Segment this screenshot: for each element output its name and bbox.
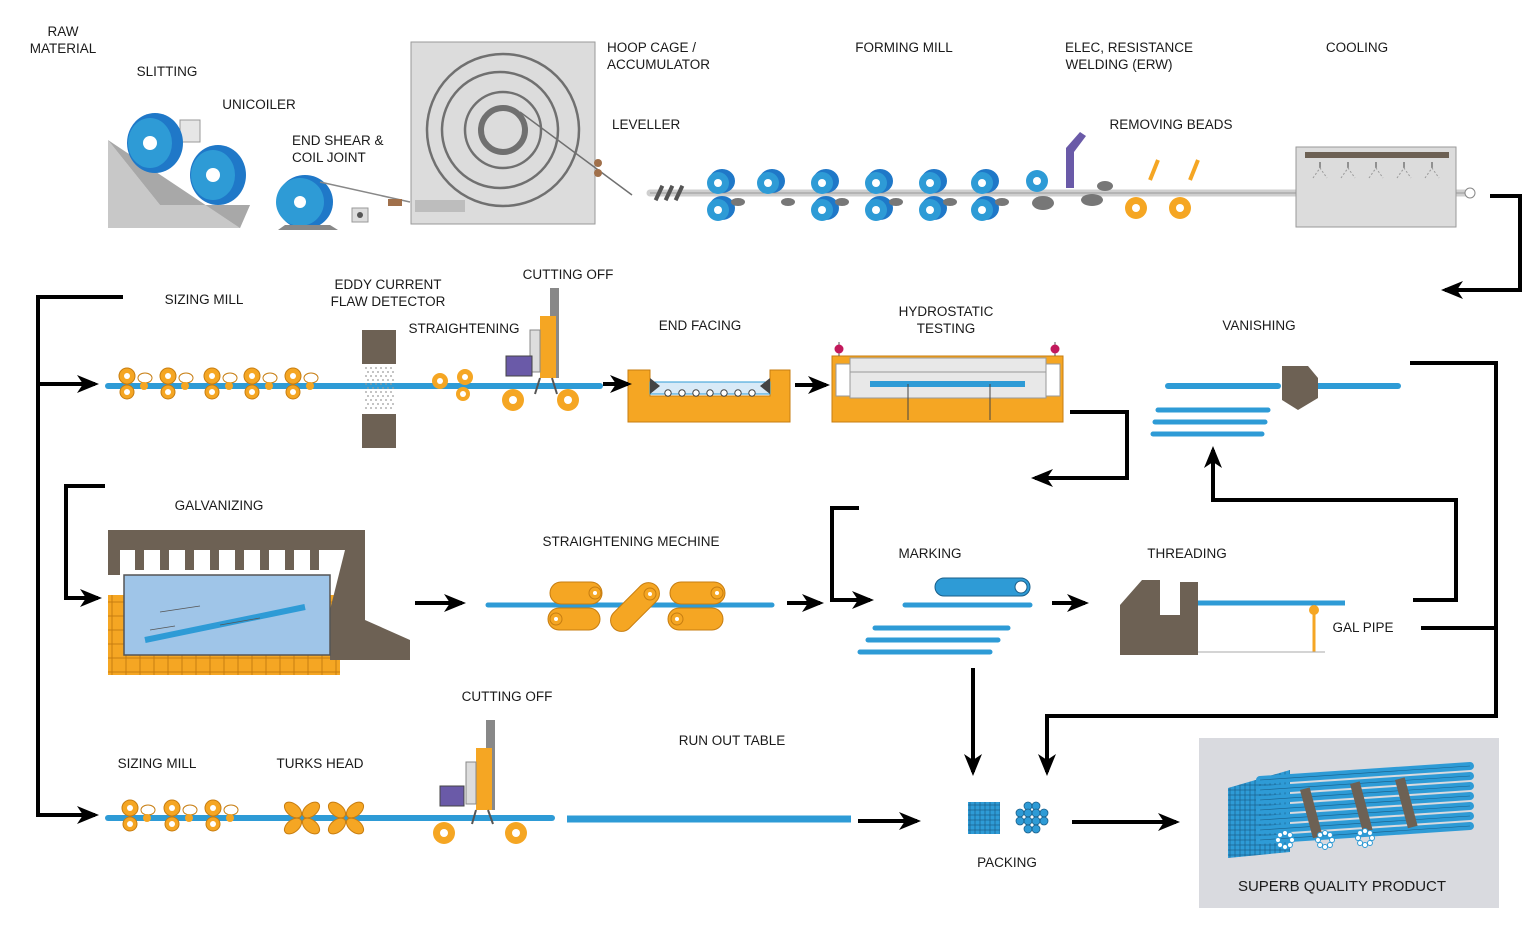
- label-vanishing: VANISHING: [1222, 318, 1295, 333]
- bead-removers: [1125, 159, 1200, 219]
- sizing-mill-rollers: [118, 367, 319, 400]
- label-cutting-off-2: CUTTING OFF: [462, 689, 553, 704]
- label-eddy-2: FLAW DETECTOR: [331, 294, 446, 309]
- hydrostatic-tester: [831, 342, 1064, 423]
- label-hydro-1: HYDROSTATIC: [899, 304, 994, 319]
- label-turks-head: TURKS HEAD: [276, 756, 363, 771]
- straightening-mechine: [485, 581, 775, 632]
- label-cutting-off-1: CUTTING OFF: [523, 267, 614, 282]
- cooling-tank: [1295, 146, 1457, 228]
- turks-head: [283, 801, 365, 835]
- label-leveller: LEVELLER: [612, 117, 681, 132]
- label-cooling: COOLING: [1326, 40, 1388, 55]
- arrow-into-galvanizing: [64, 484, 105, 607]
- arrow-vanishing-to-packing: [1038, 361, 1498, 776]
- arrow-hydro-to-galv: [1031, 410, 1129, 487]
- label-sizing-mill-1: SIZING MILL: [165, 292, 244, 307]
- label-hydro-2: TESTING: [917, 321, 976, 336]
- cutting-off-machine-1: [502, 288, 579, 411]
- arrow-left-rail: [36, 295, 123, 824]
- label-threading: THREADING: [1147, 546, 1227, 561]
- label-hoop-cage-2: ACCUMULATOR: [607, 57, 710, 72]
- hoop-cage-accumulator: [410, 41, 633, 225]
- slitting-machine: [108, 113, 250, 228]
- arrow-into-marking: [830, 506, 874, 609]
- label-straightening-mechine: STRAIGHTENING MECHINE: [542, 534, 719, 549]
- arrow-row1-to-row2: [1441, 194, 1522, 299]
- label-marking: MARKING: [898, 546, 961, 561]
- threading-machine: [1120, 580, 1345, 655]
- unicoiler-machine: [276, 175, 411, 230]
- galvanizing-bath: [108, 530, 410, 675]
- sizing-mill-rollers-2: [121, 799, 239, 832]
- label-slitting: SLITTING: [137, 64, 198, 79]
- label-hoop-cage-1: HOOP CAGE /: [607, 40, 696, 55]
- label-raw-material-1: RAW: [48, 24, 79, 39]
- packing: [968, 801, 1049, 834]
- label-end-shear-1: END SHEAR &: [292, 133, 384, 148]
- label-superb-quality-product: SUPERB QUALITY PRODUCT: [1238, 878, 1446, 895]
- cutting-off-machine-2: [433, 720, 527, 844]
- vanishing-station: [1150, 366, 1401, 437]
- label-packing: PACKING: [977, 855, 1037, 870]
- label-end-shear-2: COIL JOINT: [292, 150, 366, 165]
- labels: RAW MATERIAL SLITTING UNICOILER END SHEA…: [30, 24, 1446, 895]
- superb-quality-product: [1199, 738, 1499, 908]
- arrow-threading-to-vanishing: [1204, 446, 1458, 602]
- forming-rollers: [707, 169, 1009, 221]
- label-galvanizing: GALVANIZING: [175, 498, 264, 513]
- label-straightening: STRAIGHTENING: [408, 321, 519, 336]
- label-erw-1: ELEC, RESISTANCE: [1065, 40, 1193, 55]
- label-forming-mill: FORMING MILL: [855, 40, 953, 55]
- flow-arrows: [36, 194, 1522, 831]
- label-eddy-1: EDDY CURRENT: [334, 277, 441, 292]
- label-erw-2: WELDING (ERW): [1066, 57, 1173, 72]
- marking-station: [857, 577, 1033, 655]
- label-raw-material-2: MATERIAL: [30, 41, 97, 56]
- erw-welder: [1026, 132, 1113, 210]
- label-removing-beads: REMOVING BEADS: [1109, 117, 1232, 132]
- label-sizing-mill-2: SIZING MILL: [118, 756, 197, 771]
- label-gal-pipe: GAL PIPE: [1332, 620, 1393, 635]
- label-unicoiler: UNICOILER: [222, 97, 296, 112]
- end-facing-machine: [627, 369, 791, 423]
- eddy-current-detector: [362, 330, 396, 448]
- straightening-unit: [432, 369, 473, 401]
- label-run-out-table: RUN OUT TABLE: [679, 733, 786, 748]
- label-end-facing: END FACING: [659, 318, 742, 333]
